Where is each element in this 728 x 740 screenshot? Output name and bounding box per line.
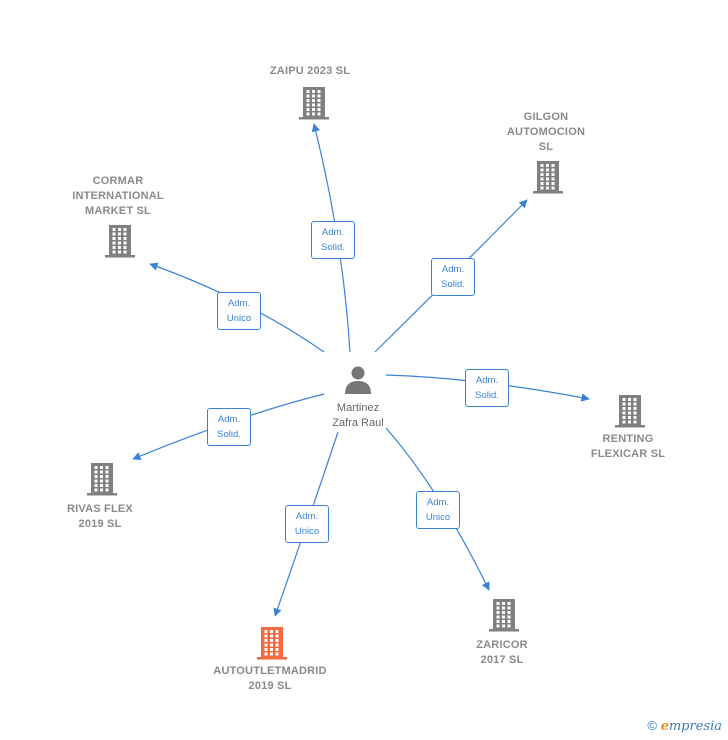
relation-type: Unico [294, 526, 320, 537]
company-label-line: AUTOMOCION [506, 126, 586, 138]
company-label-line: INTERNATIONAL [72, 190, 164, 202]
company-label-line: 2019 SL [248, 680, 292, 692]
copyright-symbol: © [647, 718, 657, 733]
company-label-line: CORMAR [92, 175, 144, 187]
company-label-gilgon[interactable]: GILGON AUTOMOCION SL [490, 110, 602, 155]
company-label-line: AUTOUTLETMADRID [213, 665, 327, 677]
company-label-zaricor[interactable]: ZARICOR 2017 SL [450, 638, 554, 668]
relation-label-renting[interactable]: Adm. Solid. [465, 369, 509, 407]
relation-type: Solid. [441, 279, 465, 290]
building-icon[interactable] [488, 598, 520, 637]
building-icon[interactable] [614, 394, 646, 433]
relation-type: Solid. [217, 429, 241, 440]
relation-type: Unico [226, 313, 252, 324]
company-label-line: GILGON [523, 111, 569, 123]
relation-type: Solid. [475, 390, 499, 401]
relation-role: Adm. [227, 298, 251, 309]
relation-role: Adm. [426, 497, 450, 508]
company-label-zaipu[interactable]: ZAIPU 2023 SL [250, 64, 370, 79]
building-icon[interactable] [86, 462, 118, 501]
relation-type: Unico [425, 512, 451, 523]
relation-role: Adm. [441, 264, 465, 275]
relation-role: Adm. [321, 227, 345, 238]
building-icon[interactable] [256, 626, 288, 665]
company-label-line: 2017 SL [480, 654, 524, 666]
person-name-line1: Martinez [336, 402, 380, 414]
relation-role: Adm. [217, 414, 241, 425]
company-label-autoutlet[interactable]: AUTOUTLETMADRID 2019 SL [188, 664, 352, 694]
relation-label-gilgon[interactable]: Adm. Solid. [431, 258, 475, 296]
person-name[interactable]: Martinez Zafra Raul [310, 401, 406, 431]
company-label-line: MARKET SL [85, 205, 151, 217]
company-label-line: FLEXICAR SL [590, 448, 666, 460]
relation-role: Adm. [295, 511, 319, 522]
company-label-rivas[interactable]: RIVAS FLEX 2019 SL [40, 502, 160, 532]
building-icon[interactable] [104, 224, 136, 263]
company-label-line: RENTING [602, 433, 654, 445]
company-label-line: ZAIPU 2023 SL [269, 65, 351, 77]
building-icon[interactable] [532, 160, 564, 199]
company-label-renting[interactable]: RENTING FLEXICAR SL [570, 432, 686, 462]
company-label-line: 2019 SL [78, 518, 122, 530]
company-label-line: SL [538, 141, 554, 153]
relation-label-rivas[interactable]: Adm. Solid. [207, 408, 251, 446]
footer-brand[interactable]: © empresia [647, 718, 722, 734]
company-label-line: ZARICOR [476, 639, 528, 651]
building-icon[interactable] [298, 86, 330, 125]
person-icon [345, 366, 371, 394]
brand-logo: empresia [660, 719, 722, 734]
person-name-line2: Zafra Raul [332, 417, 384, 429]
relation-label-autoutlet[interactable]: Adm. Unico [285, 505, 329, 543]
company-label-cormar[interactable]: CORMAR INTERNATIONAL MARKET SL [60, 174, 176, 219]
person-node[interactable] [330, 364, 386, 396]
relation-role: Adm. [475, 375, 499, 386]
relation-type: Solid. [321, 242, 345, 253]
relation-label-zaipu[interactable]: Adm. Solid. [311, 221, 355, 259]
relation-label-cormar[interactable]: Adm. Unico [217, 292, 261, 330]
company-label-line: RIVAS FLEX [67, 503, 133, 515]
relation-label-zaricor[interactable]: Adm. Unico [416, 491, 460, 529]
